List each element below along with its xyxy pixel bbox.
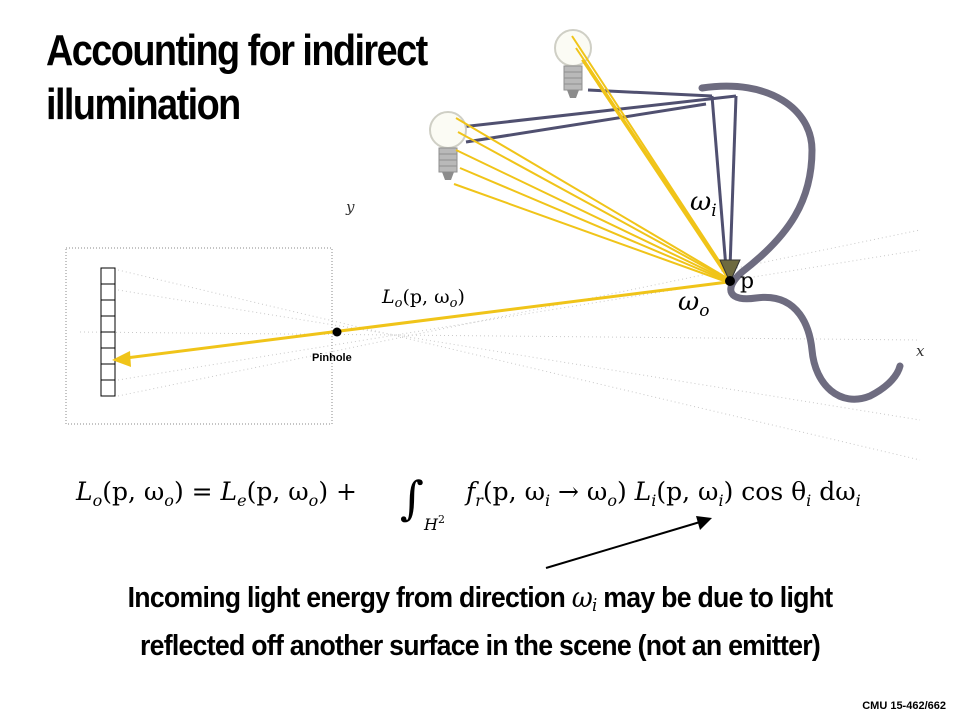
outgoing-ray — [125, 280, 729, 360]
integral-sign: ∫ — [400, 471, 424, 525]
caption-omega-symbol: ωi — [571, 581, 598, 616]
projection-cone-lines — [79, 229, 921, 461]
pinhole-label: Pinhole — [312, 352, 352, 364]
radiance-label: Lo(p, ωo) — [381, 286, 465, 311]
title-line-1: Accounting for indirect — [46, 26, 428, 75]
slide-title: Accounting for indirect illumination — [46, 24, 476, 132]
lightbulb-icon — [429, 111, 467, 180]
pinhole-point — [332, 327, 342, 337]
outgoing-ray-arrowhead — [112, 351, 131, 367]
pointer-arrowhead — [696, 516, 712, 530]
svg-text:Lo(p, ωo) = Le(p, ωo) +: Lo(p, ωo) = Le(p, ωo) + — [75, 477, 357, 510]
direct-light-rays — [453, 35, 730, 283]
svg-text:fr(p, ωi → ωo) Li(p, ωi) cos θ: fr(p, ωi → ωo) Li(p, ωi) cos θi dωi — [464, 477, 861, 510]
point-p-label: p — [740, 269, 754, 294]
axis-x-label: x — [916, 342, 925, 360]
rendering-equation: Lo(p, ωo) = Le(p, ωo) + ∫ H2 fr(p, ωi → … — [75, 471, 861, 534]
course-footer: CMU 15-462/662 — [862, 700, 946, 712]
svg-text:H2: H2 — [423, 513, 445, 534]
omega-o-label: ωo — [678, 287, 709, 321]
axis-y-label: y — [345, 198, 355, 216]
omega-i-arrowhead — [719, 259, 741, 284]
title-line-2: illumination — [46, 80, 241, 129]
caption-line-1: Incoming light energy from direction ωi … — [127, 581, 834, 616]
reflective-surface — [698, 82, 904, 403]
omega-i-label: ωi — [690, 187, 717, 221]
caption: Incoming light energy from direction ωi … — [75, 578, 885, 666]
caption-line-2: reflected off another surface in the sce… — [139, 630, 821, 662]
pointer-arrow-line — [545, 521, 701, 569]
camera-box — [65, 247, 333, 425]
surface-point-p — [725, 276, 735, 286]
sensor-grid — [100, 267, 116, 397]
indirect-light-rays — [451, 88, 738, 269]
